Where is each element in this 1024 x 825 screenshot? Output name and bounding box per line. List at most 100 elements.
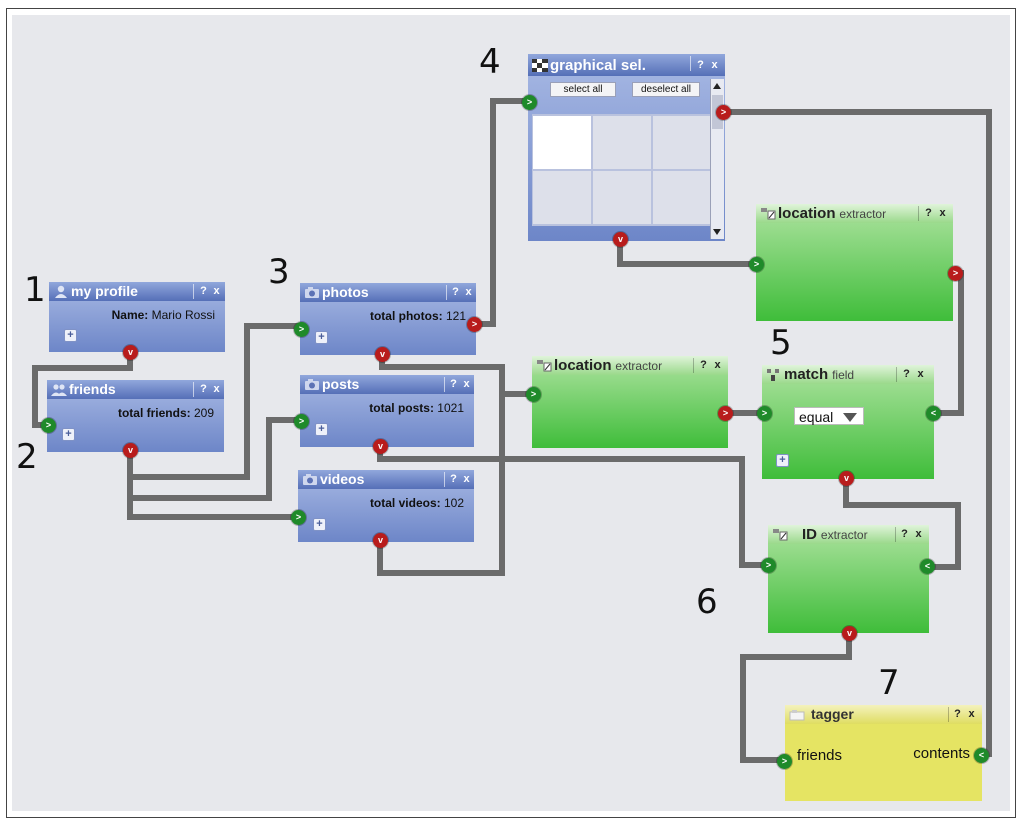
help-button[interactable]: ? [901,528,908,540]
widget-title: location extractor [554,357,662,374]
videos-input-port[interactable]: > [291,510,306,525]
friends-input-port[interactable]: > [41,418,56,433]
match-field-output-port[interactable]: v [839,471,854,486]
grid-cell[interactable] [653,171,711,224]
title-separator [948,707,949,722]
scroll-down-icon[interactable] [713,229,721,235]
my-profile-output-port[interactable]: v [123,345,138,360]
close-button[interactable]: x [711,59,718,71]
close-button[interactable]: x [917,368,924,380]
grid-cell[interactable] [653,116,711,169]
location-extractor-2-input-port[interactable]: > [526,387,541,402]
location-extractor-widget-1[interactable]: location extractor ? x [756,204,953,321]
title-separator [690,56,691,71]
graphical-sel-output-port-right[interactable]: > [716,105,731,120]
posts-widget[interactable]: posts ? x total posts: 1021 + [300,375,474,447]
widget-title-bar[interactable]: graphical sel. ? x [528,54,725,76]
grid-cell[interactable] [593,116,651,169]
add-button[interactable]: + [62,428,75,441]
checkerboard-icon [532,59,548,72]
add-button[interactable]: + [315,423,328,436]
friends-widget[interactable]: friends ? x total friends: 209 + [47,380,224,452]
match-operator-select[interactable]: equal [794,407,864,425]
title-separator [446,285,447,300]
location-extractor-1-output-port[interactable]: > [948,266,963,281]
widget-title-bar[interactable]: friends ? x [47,380,224,399]
close-button[interactable]: x [463,378,470,390]
widget-title-bar[interactable]: ID extractor ? x [768,525,929,544]
deselect-all-button[interactable]: deselect all [632,82,700,97]
widget-title-bar[interactable]: location extractor ? x [532,356,728,375]
close-button[interactable]: x [213,285,220,297]
help-button[interactable]: ? [697,59,704,71]
help-button[interactable]: ? [450,378,457,390]
graphical-sel-output-port[interactable]: v [613,232,628,247]
grid-cell[interactable] [533,171,591,224]
widget-title: tagger [811,706,854,722]
close-button[interactable]: x [714,359,721,371]
photos-output-port[interactable]: v [375,347,390,362]
help-button[interactable]: ? [450,473,457,485]
my-profile-widget[interactable]: my profile ? x Name: Mario Rossi + [49,282,225,352]
add-button[interactable]: + [776,454,789,467]
photos-widget[interactable]: photos ? x total photos: 121 + [300,283,476,355]
help-button[interactable]: ? [903,368,910,380]
photos-output-port-right[interactable]: > [467,317,482,332]
add-button[interactable]: + [313,518,326,531]
help-button[interactable]: ? [925,207,932,219]
posts-input-port[interactable]: > [294,414,309,429]
widget-title-bar[interactable]: tagger ? x [785,705,982,724]
users-icon [51,384,67,396]
extractor-icon [537,360,552,372]
tagger-widget[interactable]: tagger ? x friends contents [785,705,982,801]
add-button[interactable]: + [315,331,328,344]
info-value: 102 [443,496,464,510]
widget-title: posts [322,376,360,392]
widget-title-bar[interactable]: location extractor ? x [756,204,953,223]
widget-title-bar[interactable]: posts ? x [300,375,474,394]
help-button[interactable]: ? [200,383,207,395]
videos-output-port[interactable]: v [373,533,388,548]
graphical-sel-widget[interactable]: graphical sel. ? x select all deselect a… [528,54,725,241]
help-button[interactable]: ? [200,285,207,297]
id-extractor-widget[interactable]: ID extractor ? x [768,525,929,633]
add-button[interactable]: + [64,329,77,342]
widget-title-bar[interactable]: videos ? x [298,470,474,489]
tagger-input-port-contents[interactable]: < [974,748,989,763]
wire-graphical-sel-to-location-extractor-1 [617,240,756,267]
location-extractor-1-input-port[interactable]: > [749,257,764,272]
title-separator [918,206,919,221]
match-field-input-port-right[interactable]: < [926,406,941,421]
photos-input-port[interactable]: > [294,322,309,337]
friends-output-port[interactable]: v [123,443,138,458]
scroll-up-icon[interactable] [713,83,721,89]
close-button[interactable]: x [939,207,946,219]
id-extractor-input-port-left[interactable]: > [761,558,776,573]
id-extractor-output-port[interactable]: v [842,626,857,641]
help-button[interactable]: ? [700,359,707,371]
videos-widget[interactable]: videos ? x total videos: 102 + [298,470,474,542]
close-button[interactable]: x [213,383,220,395]
match-field-input-port-left[interactable]: > [757,406,772,421]
location-extractor-2-output-port[interactable]: > [718,406,733,421]
posts-output-port[interactable]: v [373,439,388,454]
scrollbar[interactable] [710,79,724,239]
select-all-button[interactable]: select all [550,82,616,97]
match-field-widget[interactable]: match field ? x equal + [762,365,934,479]
info-value: Mario Rossi [151,308,215,322]
grid-cell[interactable] [593,171,651,224]
widget-title-bar[interactable]: my profile ? x [49,282,225,301]
grid-cell-selected[interactable] [533,116,591,169]
help-button[interactable]: ? [452,286,459,298]
close-button[interactable]: x [463,473,470,485]
id-extractor-input-port-right[interactable]: < [920,559,935,574]
close-button[interactable]: x [968,708,975,720]
widget-title-bar[interactable]: photos ? x [300,283,476,302]
widget-title-bar[interactable]: match field ? x [762,365,934,384]
close-button[interactable]: x [915,528,922,540]
graphical-sel-input-port[interactable]: > [522,95,537,110]
help-button[interactable]: ? [954,708,961,720]
close-button[interactable]: x [465,286,472,298]
location-extractor-widget-2[interactable]: location extractor ? x [532,356,728,448]
tagger-input-port-friends[interactable]: > [777,754,792,769]
